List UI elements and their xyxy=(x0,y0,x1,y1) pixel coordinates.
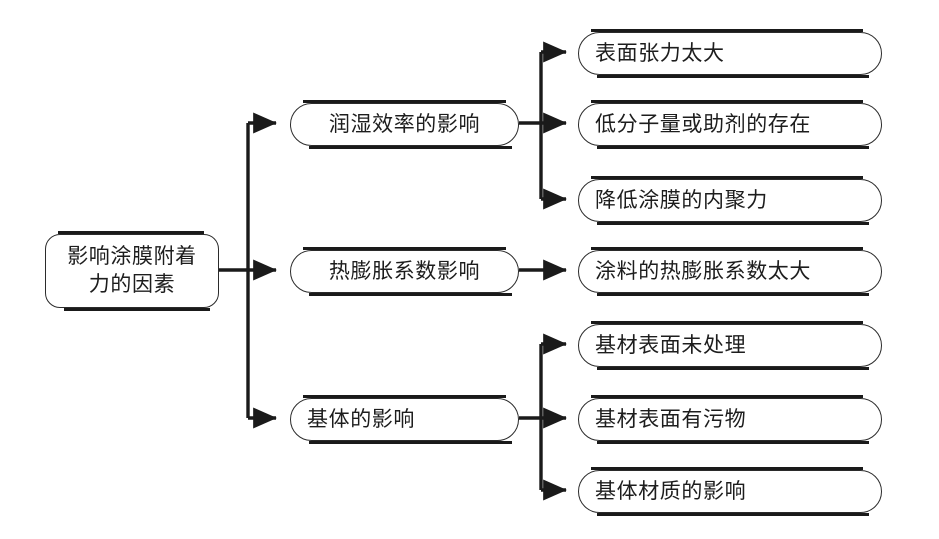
node-wetting-shadow-bottom xyxy=(309,146,512,149)
node-branch-wetting-label: 润湿效率的影响 xyxy=(328,111,481,136)
node-wetting-shadow-top xyxy=(303,100,506,103)
root-node-shadow-top xyxy=(58,231,204,234)
node-substrate-shadow-top xyxy=(303,395,506,398)
root-node-shadow-bottom xyxy=(64,308,210,311)
node-thermal-shadow-top xyxy=(303,247,506,250)
node-leaf-surface-tension-label: 表面张力太大 xyxy=(595,40,725,65)
node-leaf-cohesion[interactable]: 降低涂膜的内聚力 xyxy=(578,179,882,222)
leaf-untreated-shadow-bottom xyxy=(597,367,869,370)
leaf-surface-tension-shadow-top xyxy=(591,29,863,32)
node-leaf-untreated[interactable]: 基材表面未处理 xyxy=(578,324,882,367)
node-leaf-contaminated[interactable]: 基材表面有污物 xyxy=(578,398,882,441)
node-leaf-coating-cte-label: 涂料的热膨胀系数太大 xyxy=(595,258,811,283)
node-root[interactable]: 影响涂膜附着 力的因素 xyxy=(45,234,219,308)
node-leaf-low-molecular[interactable]: 低分子量或助剂的存在 xyxy=(578,103,882,146)
connector-substrate-fanout xyxy=(519,333,567,501)
node-root-label: 影响涂膜附着 力的因素 xyxy=(67,244,197,296)
connector-wetting-fanout xyxy=(519,41,567,210)
node-leaf-cohesion-label: 降低涂膜的内聚力 xyxy=(595,187,768,212)
leaf-cohesion-shadow-top xyxy=(591,176,863,179)
node-leaf-material[interactable]: 基体材质的影响 xyxy=(578,470,882,513)
leaf-untreated-shadow-top xyxy=(591,321,863,324)
leaf-low-molecular-shadow-bottom xyxy=(597,146,869,149)
leaf-material-shadow-bottom xyxy=(597,513,869,516)
node-leaf-surface-tension[interactable]: 表面张力太大 xyxy=(578,32,882,75)
node-branch-substrate[interactable]: 基体的影响 xyxy=(290,398,519,441)
node-leaf-contaminated-label: 基材表面有污物 xyxy=(595,406,747,431)
node-leaf-untreated-label: 基材表面未处理 xyxy=(595,332,747,357)
leaf-contaminated-shadow-bottom xyxy=(597,441,869,444)
node-branch-substrate-label: 基体的影响 xyxy=(307,406,415,431)
connector-root-trunk xyxy=(219,123,250,418)
node-branch-thermal[interactable]: 热膨胀系数影响 xyxy=(290,250,519,293)
leaf-coating-cte-shadow-top xyxy=(591,247,863,250)
node-leaf-low-molecular-label: 低分子量或助剂的存在 xyxy=(595,111,811,136)
leaf-material-shadow-top xyxy=(591,467,863,470)
leaf-cohesion-shadow-bottom xyxy=(597,222,869,225)
node-leaf-material-label: 基体材质的影响 xyxy=(595,478,747,503)
node-branch-wetting[interactable]: 润湿效率的影响 xyxy=(290,103,519,146)
node-branch-thermal-label: 热膨胀系数影响 xyxy=(328,258,481,283)
leaf-surface-tension-shadow-bottom xyxy=(597,75,869,78)
leaf-coating-cte-shadow-bottom xyxy=(597,293,869,296)
leaf-contaminated-shadow-top xyxy=(591,395,863,398)
node-leaf-coating-cte[interactable]: 涂料的热膨胀系数太大 xyxy=(578,250,882,293)
node-substrate-shadow-bottom xyxy=(309,441,512,444)
leaf-low-molecular-shadow-top xyxy=(591,100,863,103)
node-thermal-shadow-bottom xyxy=(309,293,512,296)
